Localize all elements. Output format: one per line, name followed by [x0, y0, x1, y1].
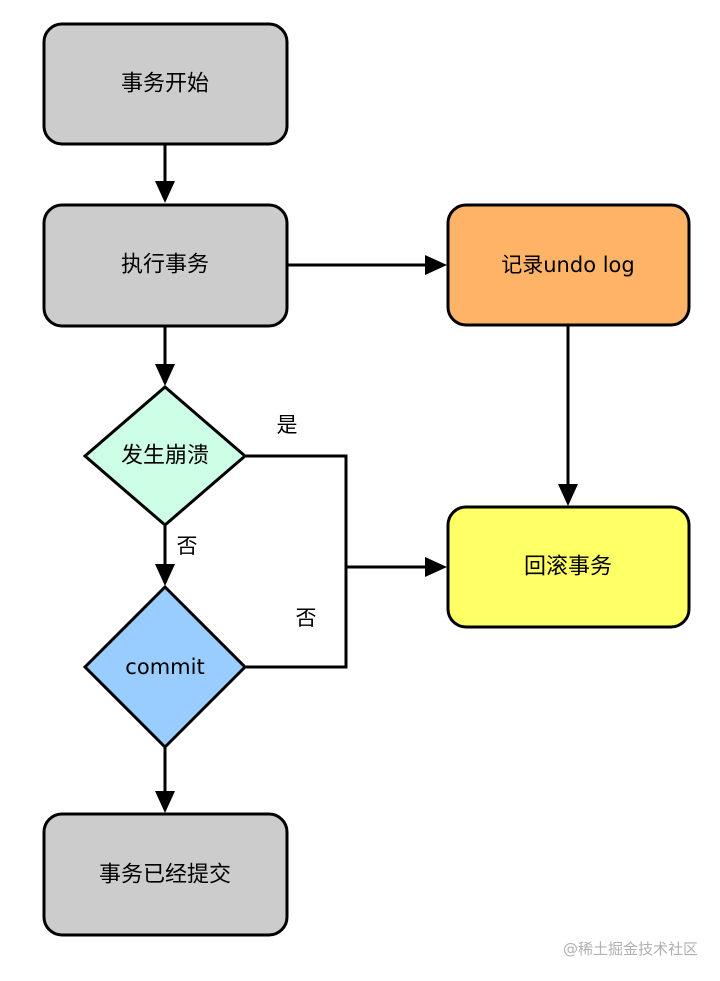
- commit-label: commit: [125, 655, 204, 679]
- node-commit: commit: [82, 584, 248, 750]
- watermark: @稀土掘金技术社区: [562, 940, 698, 958]
- crash-label: 发生崩溃: [121, 444, 209, 469]
- start-label: 事务开始: [121, 72, 209, 97]
- node-rollback: 回滚事务: [446, 505, 691, 629]
- edge-commit-no-to-rollback: [246, 567, 348, 669]
- node-undo-log: 记录undo log: [446, 203, 691, 327]
- crash-diamond: [82, 385, 248, 527]
- node-start: 事务开始: [42, 22, 289, 146]
- undo-log-box: [446, 203, 691, 327]
- arrowhead-into-crash: [155, 364, 175, 386]
- rollback-box: [446, 505, 691, 629]
- node-crash: 发生崩溃: [82, 385, 248, 527]
- execute-box: [42, 203, 289, 328]
- rollback-label: 回滚事务: [524, 555, 612, 580]
- arrowhead-into-rollback-from-left: [425, 557, 447, 577]
- edges: [163, 145, 570, 793]
- node-committed: 事务已经提交: [42, 812, 289, 937]
- commit-diamond: [82, 584, 248, 750]
- arrowhead-into-rollback-from-undo: [558, 484, 578, 506]
- arrowheads: [155, 181, 578, 813]
- undo-log-label: 记录undo log: [501, 253, 635, 277]
- node-execute: 执行事务: [42, 203, 289, 328]
- edge-label-crash-no: 否: [177, 534, 198, 558]
- arrowhead-into-commit: [155, 564, 175, 586]
- arrowhead-into-committed: [155, 791, 175, 813]
- edge-crash-yes-to-rollback: [246, 454, 428, 569]
- committed-label: 事务已经提交: [99, 863, 231, 888]
- execute-label: 执行事务: [121, 253, 209, 278]
- edge-label-crash-yes: 是: [277, 413, 298, 437]
- edge-label-commit-no: 否: [296, 606, 317, 630]
- start-box: [42, 22, 289, 146]
- arrowhead-into-execute: [155, 181, 175, 203]
- arrowhead-into-undo-log: [425, 255, 447, 275]
- committed-box: [42, 812, 289, 937]
